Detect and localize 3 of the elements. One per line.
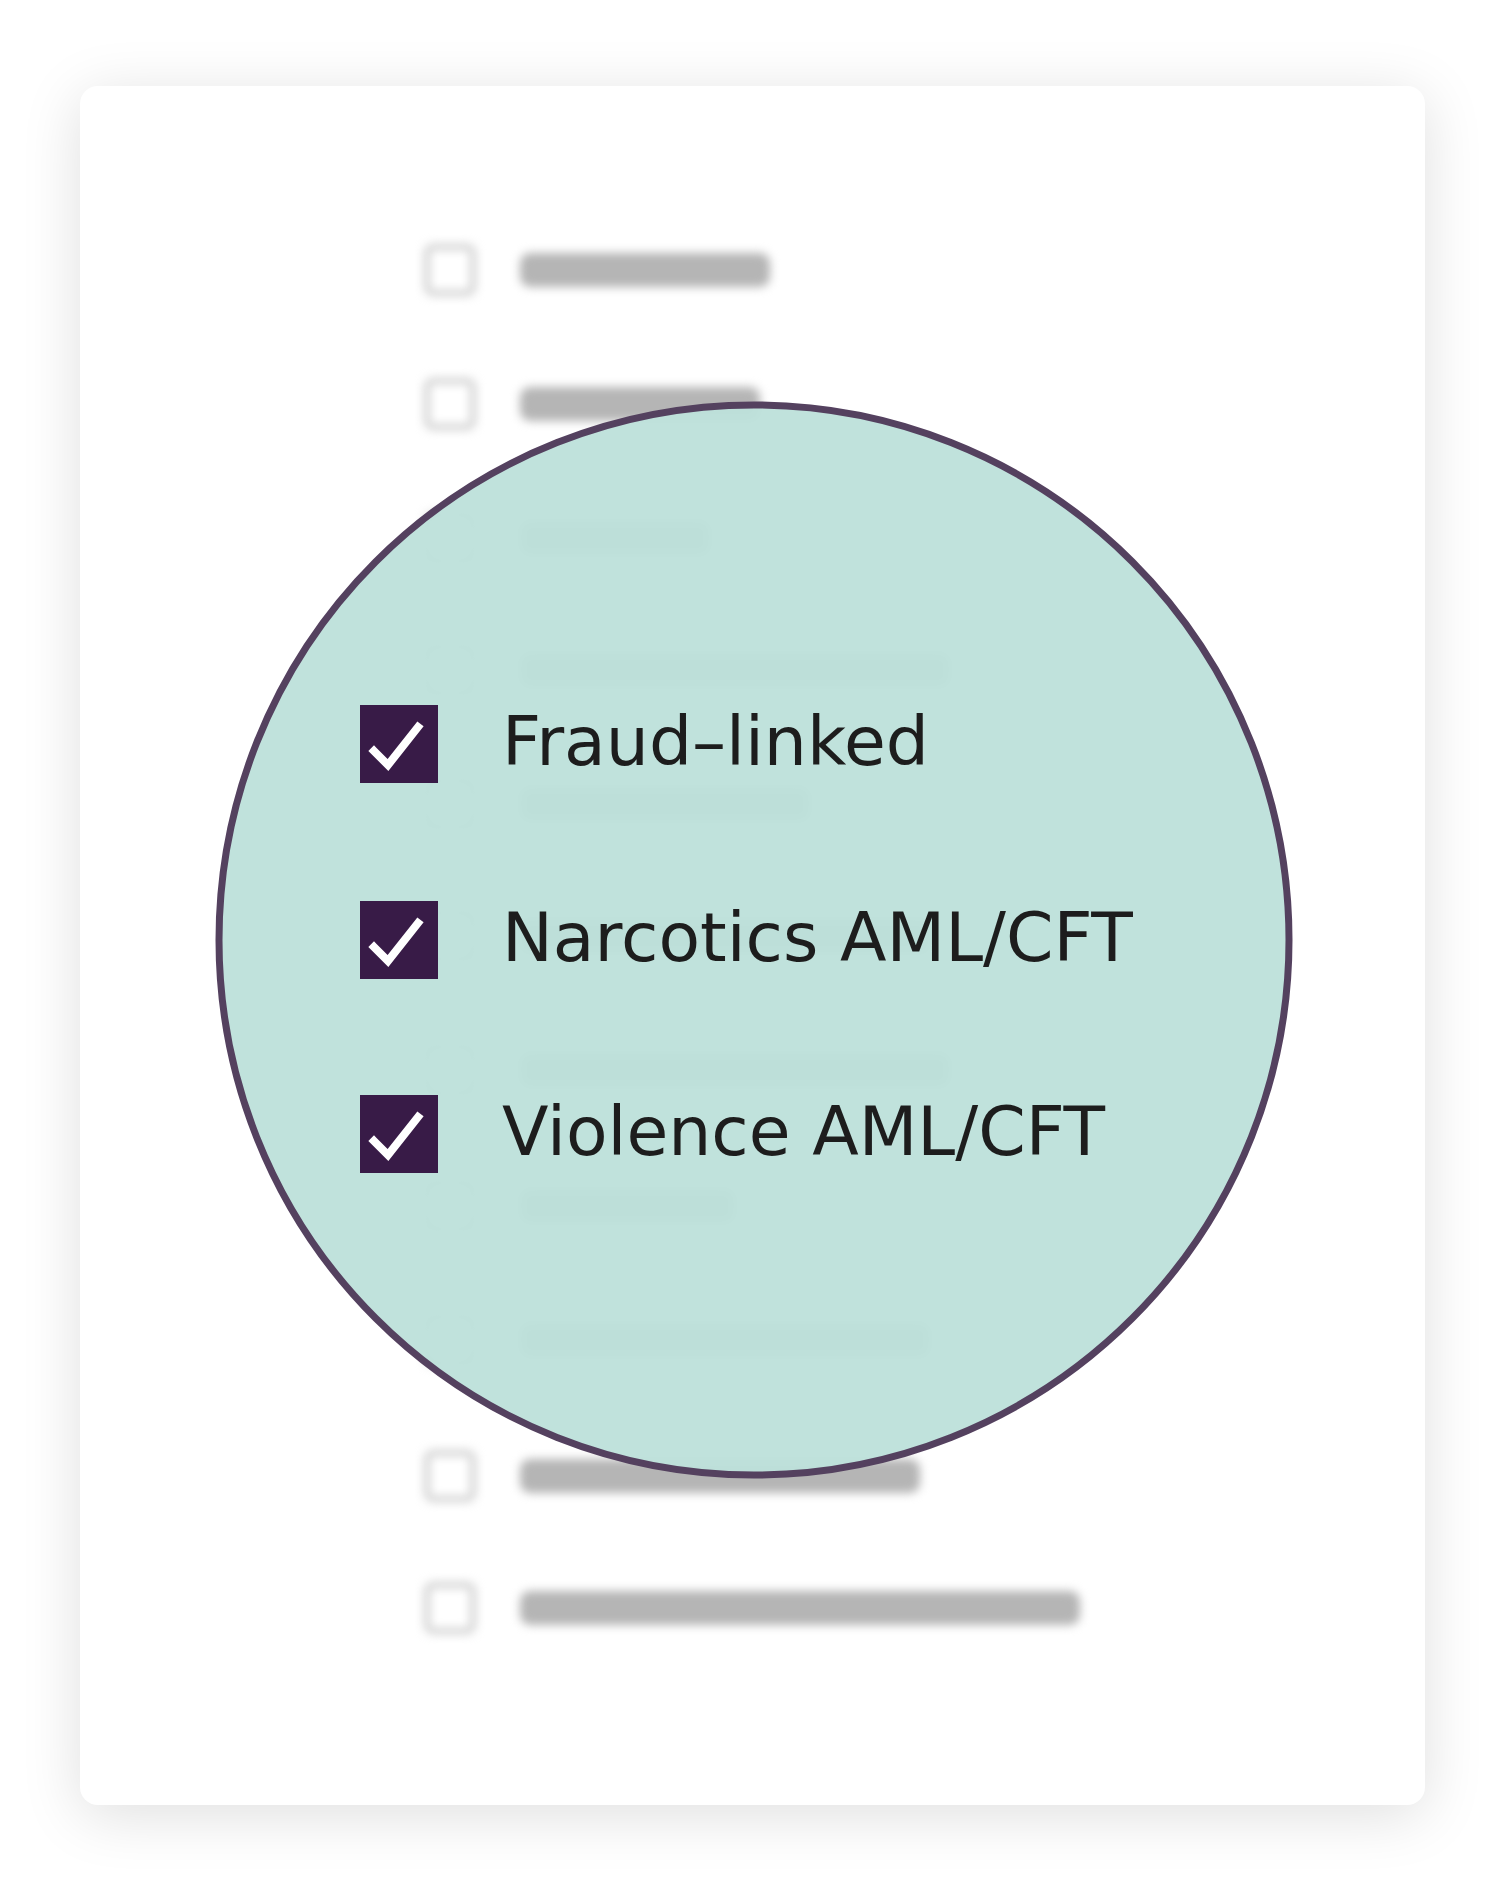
checkbox-label: Narcotics AML/CFT — [502, 898, 1133, 978]
checkbox-label: Violence AML/CFT — [502, 1092, 1106, 1172]
checkbox-label: Fraud–linked — [502, 702, 929, 782]
